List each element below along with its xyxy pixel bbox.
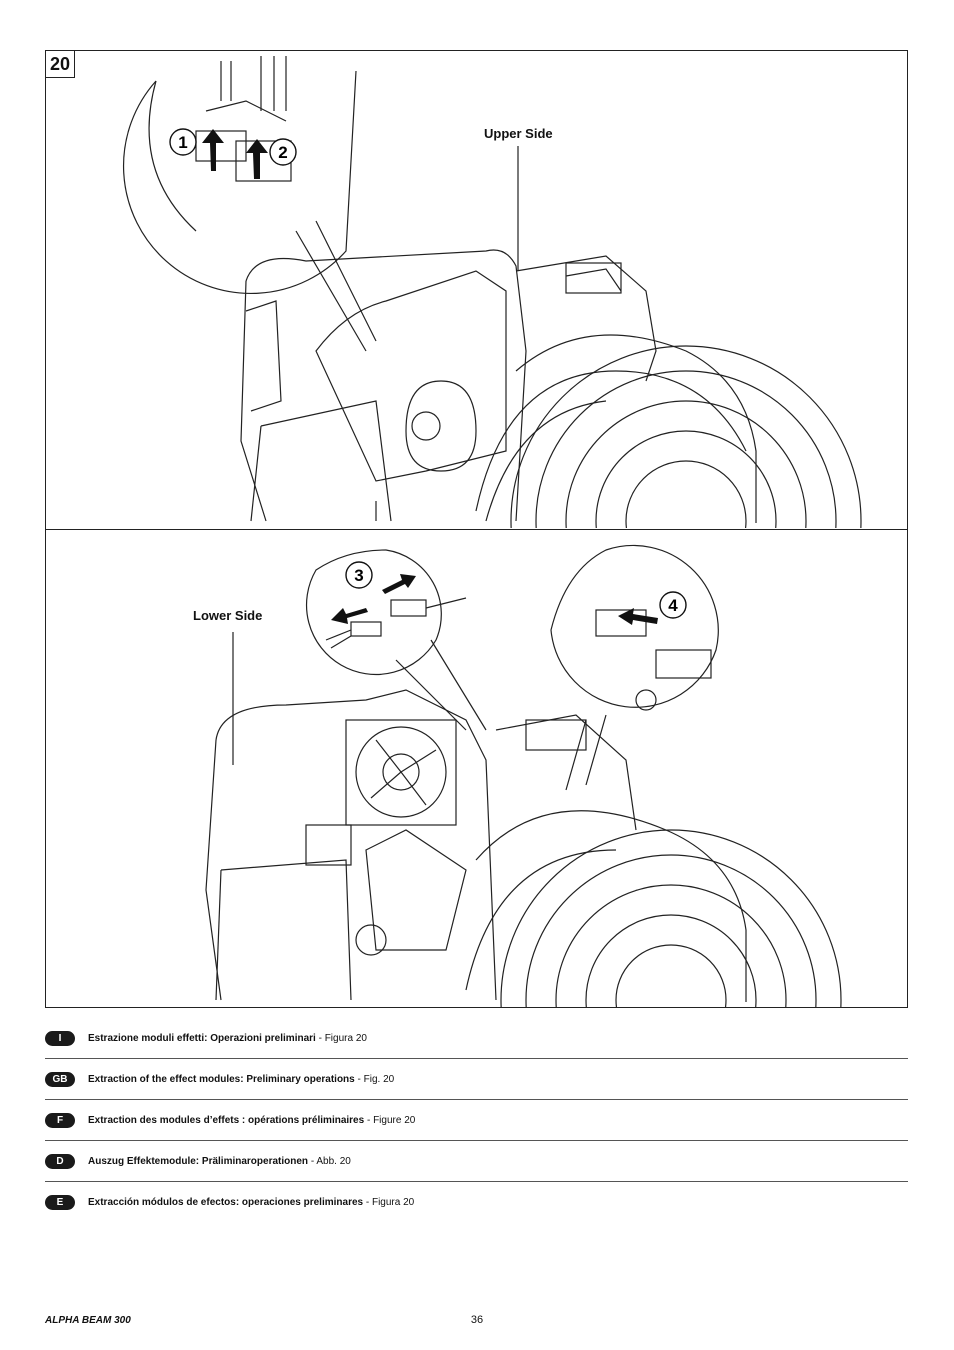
caption-row-es: E Extracción módulos de efectos: operaci… (45, 1182, 908, 1222)
step-3-label: 3 (354, 566, 363, 585)
caption-text: Extracción módulos de efectos: operacion… (88, 1197, 414, 1208)
upper-side-illustration: 1 2 Upper Side (46, 51, 907, 697)
caption-row-it: I Estrazione moduli effetti: Operazioni … (45, 1018, 908, 1059)
caption-ref: - Figure 20 (364, 1114, 416, 1126)
figure-divider (46, 529, 907, 530)
caption-title: Estrazione moduli effetti: Operazioni pr… (88, 1032, 316, 1044)
caption-title: Auszug Effektemodule: Präliminaroperatio… (88, 1155, 309, 1167)
caption-ref: - Abb. 20 (308, 1155, 351, 1167)
caption-text: Extraction of the effect modules: Prelim… (88, 1074, 394, 1085)
caption-row-gb: GB Extraction of the effect modules: Pre… (45, 1059, 908, 1100)
language-badge: D (45, 1153, 75, 1169)
caption-text: Auszug Effektemodule: Präliminaroperatio… (88, 1156, 351, 1167)
page-number: 36 (470, 1314, 484, 1326)
caption-ref: - Figura 20 (315, 1032, 367, 1044)
left-arrow-icon (331, 608, 368, 624)
caption-list: I Estrazione moduli effetti: Operazioni … (45, 1018, 908, 1222)
up-arrow-icon (246, 139, 268, 179)
left-arrow-icon (618, 608, 658, 625)
product-name: ALPHA BEAM 300 (45, 1315, 131, 1326)
step-4-label: 4 (668, 596, 678, 615)
step-1-label: 1 (178, 133, 187, 152)
upper-side-label: Upper Side (484, 126, 553, 141)
caption-ref: - Fig. 20 (354, 1073, 395, 1085)
language-badge: GB (45, 1071, 75, 1087)
lower-side-label: Lower Side (193, 608, 263, 623)
caption-title: Extracción módulos de efectos: operacion… (88, 1196, 364, 1208)
caption-text: Estrazione moduli effetti: Operazioni pr… (88, 1033, 367, 1044)
upper-side-drawing: 1 2 (122, 56, 862, 697)
lower-side-illustration: 3 4 Lower Side (46, 530, 907, 1171)
figure-frame: 20 (45, 50, 908, 1171)
caption-text: Extraction des modules d’effets : opérat… (88, 1115, 415, 1126)
language-badge: I (45, 1030, 75, 1046)
step-2-label: 2 (278, 143, 287, 162)
lower-side-drawing: 3 4 (205, 544, 842, 1171)
language-badge: F (45, 1112, 75, 1128)
up-arrow-icon (202, 129, 224, 171)
caption-row-fr: F Extraction des modules d’effets : opér… (45, 1100, 908, 1141)
caption-title: Extraction des modules d’effets : opérat… (88, 1114, 365, 1126)
caption-title: Extraction of the effect modules: Prelim… (88, 1073, 355, 1085)
right-arrow-icon (382, 574, 416, 594)
caption-row-de: D Auszug Effektemodule: Präliminaroperat… (45, 1141, 908, 1182)
caption-ref: - Figura 20 (363, 1196, 415, 1208)
figure-number: 20 (46, 51, 75, 78)
language-badge: E (45, 1194, 75, 1210)
